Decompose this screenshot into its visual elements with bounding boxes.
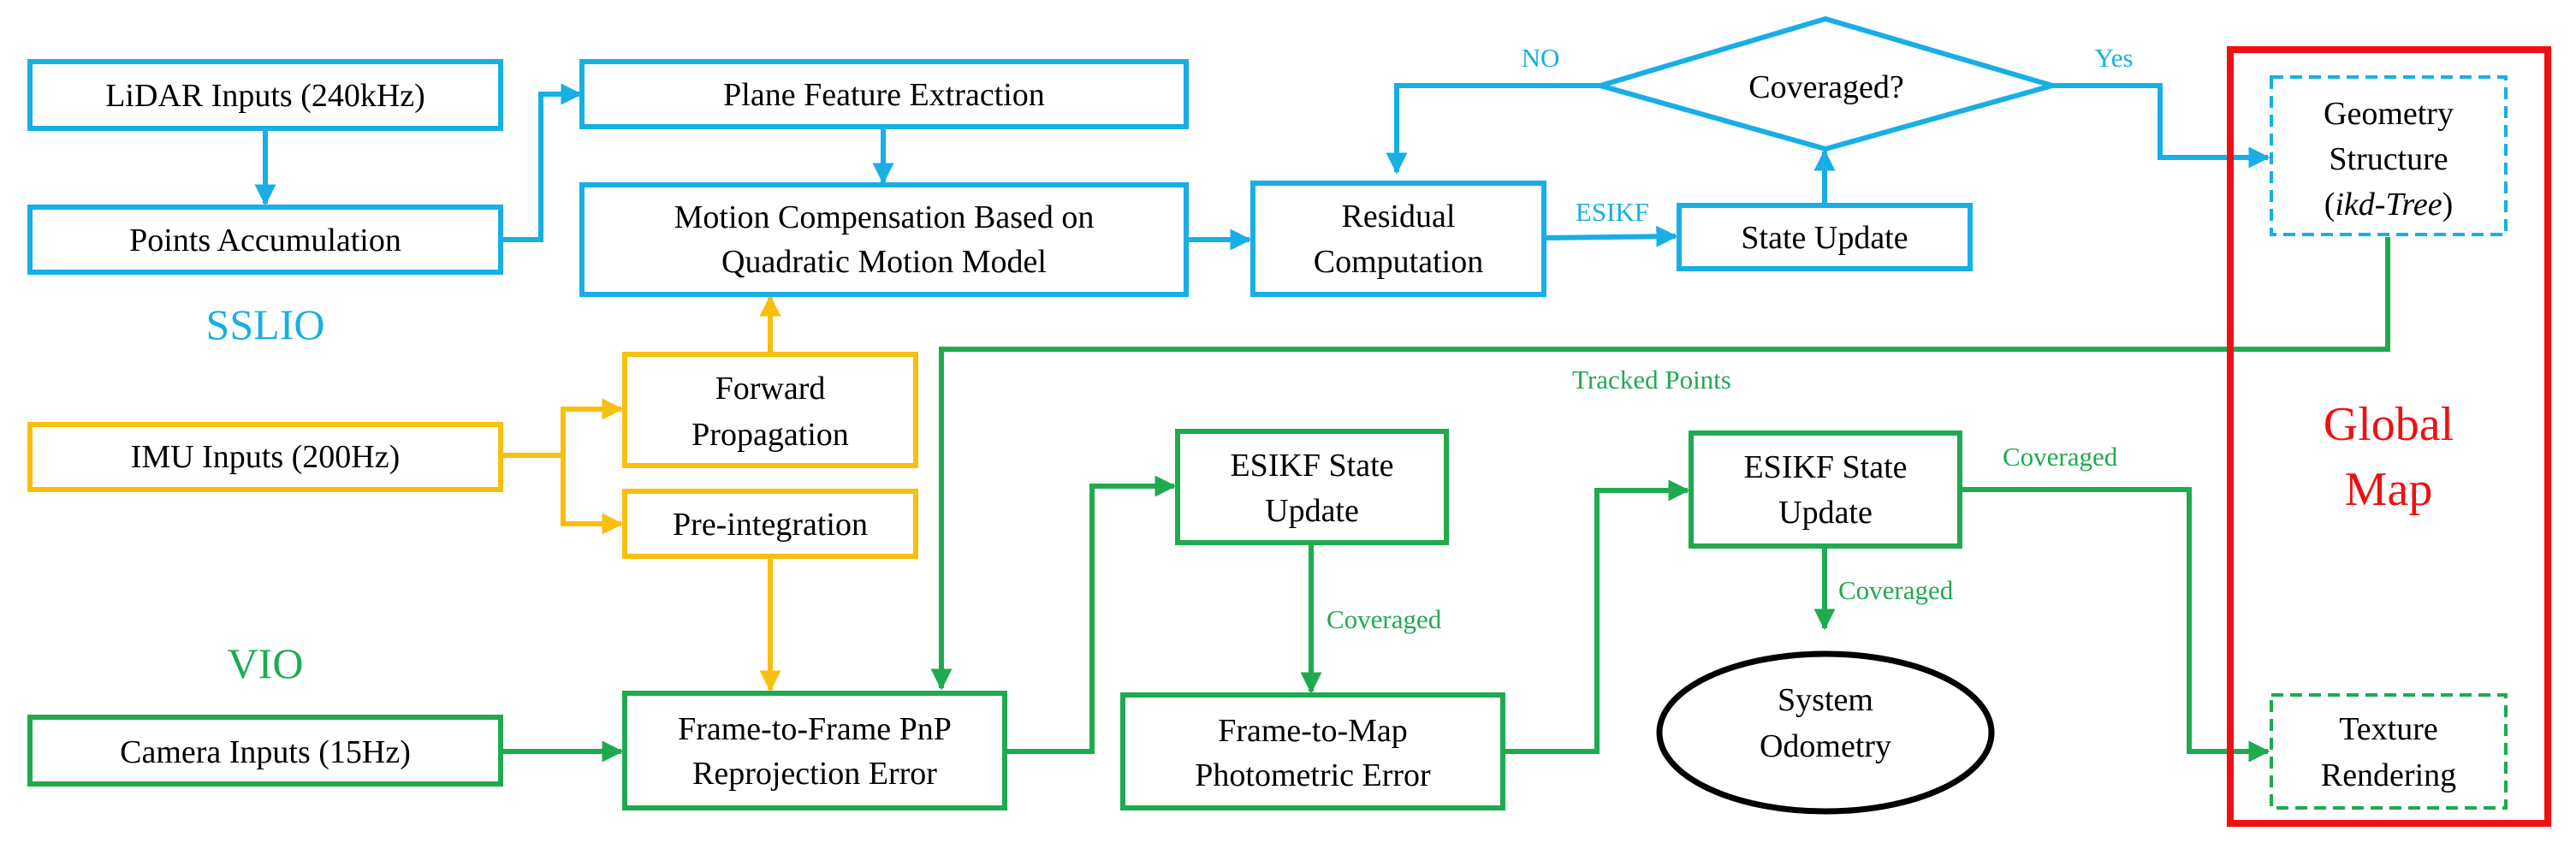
edge-geometry-tracked-points-to-frame-to-frame [930, 237, 2390, 691]
svg-text:Update: Update [1778, 495, 1873, 531]
node-plane-feature-extraction: Plane Feature Extraction [579, 59, 1189, 129]
node-texture-rendering: Texture Rendering [2270, 693, 2508, 810]
svg-text:Geometry: Geometry [2324, 96, 2454, 132]
edge-label-esikf: ESIKF [1576, 197, 1649, 227]
node-frame-to-map: Frame-to-Map Photometric Error [1120, 692, 1505, 810]
section-label-sslio: SSLIO [206, 300, 325, 348]
node-state-update: State Update [1677, 203, 1973, 271]
global-map-container [2227, 46, 2551, 827]
svg-text:LiDAR Inputs (240kHz): LiDAR Inputs (240kHz) [105, 78, 425, 114]
svg-text:Motion Compensation Based on: Motion Compensation Based on [674, 199, 1095, 235]
svg-text:Forward: Forward [715, 371, 826, 407]
svg-text:(ikd-Tree): (ikd-Tree) [2324, 187, 2454, 223]
global-map-label-line1: Global [2324, 398, 2454, 451]
svg-text:Update: Update [1265, 493, 1359, 529]
svg-text:Reprojection Error: Reprojection Error [692, 756, 937, 792]
svg-text:Propagation: Propagation [691, 417, 849, 453]
svg-text:Photometric Error: Photometric Error [1195, 757, 1431, 793]
node-coveraged-decision: Coveraged? [1591, 15, 2062, 152]
svg-text:Frame-to-Map: Frame-to-Map [1218, 713, 1408, 749]
svg-text:Computation: Computation [1314, 244, 1483, 280]
edge-label-coveraged-2: Coveraged [1838, 575, 1954, 605]
svg-text:Camera Inputs (15Hz): Camera Inputs (15Hz) [120, 734, 411, 770]
edge-frame-to-frame-to-esikf-1 [1006, 475, 1177, 754]
ikd-tree-label: ikd-Tree [2335, 187, 2442, 223]
svg-text:State Update: State Update [1741, 220, 1908, 256]
global-map-label-line2: Map [2345, 463, 2433, 516]
svg-text:Plane Feature Extraction: Plane Feature Extraction [723, 77, 1045, 113]
node-camera-inputs: Camera Inputs (15Hz) [27, 715, 503, 787]
edge-residual-to-state-update [1543, 225, 1678, 247]
svg-text:Residual: Residual [1342, 199, 1456, 235]
svg-text:ESIKF State: ESIKF State [1743, 449, 1907, 485]
node-pre-integration: Pre-integration [622, 489, 918, 559]
edge-imu-to-forward-propagation [502, 398, 624, 458]
edge-label-tracked-points: Tracked Points [1572, 365, 1731, 395]
svg-text:Quadratic Motion Model: Quadratic Motion Model [721, 244, 1047, 280]
node-system-odometry: System Odometry [1656, 650, 1995, 815]
svg-text:System: System [1778, 682, 1873, 718]
edge-label-no: NO [1522, 43, 1560, 73]
edge-frame-to-map-to-esikf-2 [1503, 479, 1690, 754]
section-label-vio: VIO [228, 639, 304, 687]
edge-label-yes: Yes [2094, 43, 2133, 73]
svg-text:Pre-integration: Pre-integration [673, 507, 868, 543]
svg-text:IMU Inputs (200Hz): IMU Inputs (200Hz) [131, 439, 401, 475]
node-points-accumulation: Points Accumulation [27, 205, 503, 275]
svg-text:Odometry: Odometry [1760, 728, 1891, 764]
node-forward-propagation: Forward Propagation [622, 352, 918, 468]
node-esikf-state-update-2: ESIKF State Update [1689, 430, 1962, 549]
svg-text:Texture: Texture [2339, 711, 2438, 747]
svg-text:Structure: Structure [2329, 141, 2448, 177]
edge-decision-yes-to-geometry-structure [2052, 83, 2270, 169]
node-motion-compensation: Motion Compensation Based on Quadratic M… [579, 182, 1189, 297]
edge-label-coveraged-1: Coveraged [1327, 604, 1442, 634]
node-geometry-structure: Geometry Structure (ikd-Tree) [2270, 75, 2508, 236]
svg-text:Rendering: Rendering [2321, 757, 2456, 793]
node-esikf-state-update-1: ESIKF State Update [1175, 429, 1449, 545]
svg-text:Points Accumulation: Points Accumulation [129, 223, 401, 258]
edge-esikf-2-to-texture-rendering [1960, 487, 2270, 763]
edge-imu-to-pre-integration [561, 455, 624, 535]
node-frame-to-frame: Frame-to-Frame PnP Reprojection Error [622, 691, 1007, 810]
node-residual-computation: Residual Computation [1250, 181, 1546, 297]
svg-text:Frame-to-Frame PnP: Frame-to-Frame PnP [678, 711, 952, 747]
edge-accumulation-to-plane-extraction [502, 83, 583, 242]
svg-text:Coveraged?: Coveraged? [1748, 69, 1903, 105]
svg-text:ESIKF State: ESIKF State [1230, 448, 1393, 484]
node-lidar-inputs: LiDAR Inputs (240kHz) [27, 59, 503, 131]
node-imu-inputs: IMU Inputs (200Hz) [27, 422, 503, 492]
edge-decision-no-to-residual [1386, 83, 1600, 175]
edge-label-coveraged-3: Coveraged [2003, 442, 2118, 472]
